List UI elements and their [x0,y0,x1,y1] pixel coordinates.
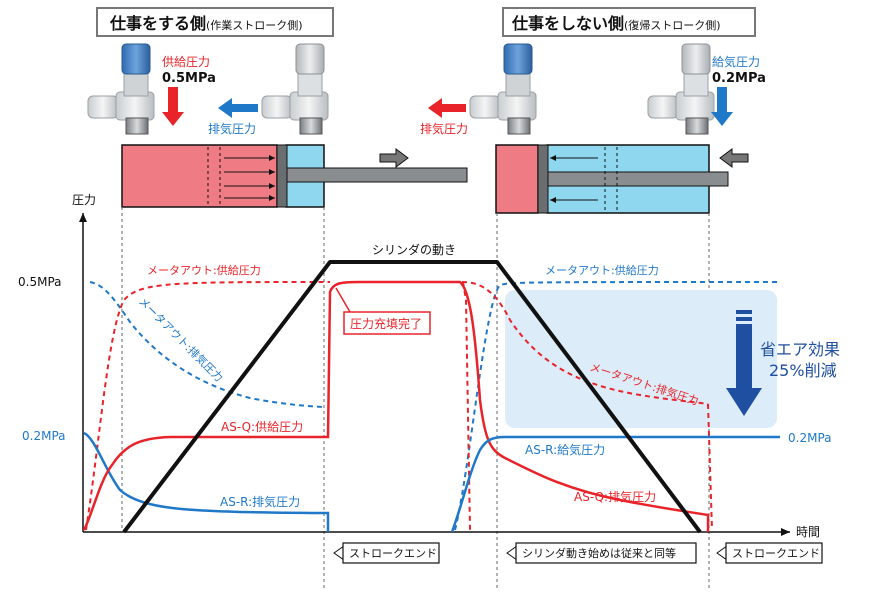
cylinder-motion-curve [122,260,702,534]
asq-exhaust-label: AS-Q:排気圧力 [574,489,656,504]
cylinder-left [121,144,468,208]
asr-supply-curve [450,435,780,533]
y-tick-0.2mpa: 0.2MPa [22,429,66,443]
stroke-end-label-1: ストロークエンド [333,542,440,564]
cylinder-left-supply-chamber [121,144,278,208]
asr-supply-label: AS-R:給気圧力 [525,442,605,457]
asq-supply-label: AS-Q:供給圧力 [221,420,303,434]
work-side-header: 仕事をする側(作業ストローク側) [96,7,334,37]
cylinder-right [495,144,749,214]
blue-down-arrow-icon [711,87,733,126]
cylinder-left-rod [286,167,468,183]
blue-left-arrow-icon [218,98,258,118]
cylinder-right-piston [537,144,549,214]
cylinder-right-exhaust-chamber [495,144,539,214]
meter-out-supply-label-left: メータアウト:供給圧力 [147,263,261,277]
svg-text:ストロークエンド: ストロークエンド [732,547,820,560]
savings-title: 省エア効果 [760,340,840,359]
meter-out-supply-drop-left [462,281,471,531]
rod-extend-arrow-icon [379,148,409,168]
savings-region [505,290,777,428]
time-axis-label: 時間 [796,525,820,539]
start-same-label: シリンダ動き始めは従来と同等 [506,542,697,564]
rod-retract-arrow-icon [719,148,749,168]
pressure-axis: 圧力 [72,193,96,532]
red-down-arrow-icon [162,87,184,126]
fill-complete-callout: 圧力充填完了 [335,287,431,335]
fill-complete-box [343,311,431,335]
return-side-header-box [502,7,756,37]
asr-exhaust-curve [83,431,330,532]
svg-text:ストロークエンド: ストロークエンド [349,547,437,560]
exhaust-pressure-label-right: 排気圧力 [420,121,468,136]
svg-text:シリンダ動き始めは従来と同等: シリンダ動き始めは従来と同等 [522,546,676,560]
supply-pressure-value-right: 0.2MPa [712,71,766,86]
return-side-header: 仕事をしない側(復帰ストローク側) [502,7,756,37]
pressure-axis-label: 圧力 [72,193,96,207]
meter-out-supply-label-right: メータアウト:供給圧力 [545,263,659,277]
cylinder-left-piston [276,144,288,208]
supply-pressure-label-left: 供給圧力 [162,55,210,69]
speed-controller-exhaust-right [469,43,537,135]
work-side-header-box [96,7,334,37]
red-left-arrow-icon [428,98,466,118]
asr-exhaust-label: AS-R:排気圧力 [220,494,300,509]
meter-out-exhaust-label-left: メータアウト:排気圧力 [136,294,226,384]
exhaust-pressure-label-left: 排気圧力 [208,121,256,136]
work-side-title: 仕事をする側(作業ストローク側) [109,14,303,33]
asq-supply-exhaust-curve [82,280,710,532]
fill-complete-label: 圧力充填完了 [350,316,422,331]
motion-label: シリンダの動き [372,242,456,257]
return-side-title: 仕事をしない側(復帰ストローク側) [511,14,721,33]
meter-out-exhaust-drop-right [707,403,713,531]
savings-down-arrow-icon [726,310,762,416]
time-axis: 時間 [83,525,820,539]
right-tick-0.2mpa: 0.2MPa [788,431,832,445]
speed-controller-supply-right [647,43,715,135]
stroke-end-label-2: ストロークエンド [716,542,823,564]
meter-out-exhaust-curve-right [461,281,709,405]
y-tick-0.5mpa: 0.5MPa [18,275,62,289]
supply-pressure-label-right: 給気圧力 [712,54,760,69]
meter-out-supply-curve-left [85,281,331,531]
cylinder-right-rod [547,171,729,187]
supply-pressure-value-left: 0.5MPa [162,71,216,86]
speed-controller-supply-left [87,43,155,135]
speed-controller-exhaust-left [261,43,329,135]
meter-out-exhaust-curve-left [89,281,324,408]
savings-percent: 25%削減 [769,361,837,380]
